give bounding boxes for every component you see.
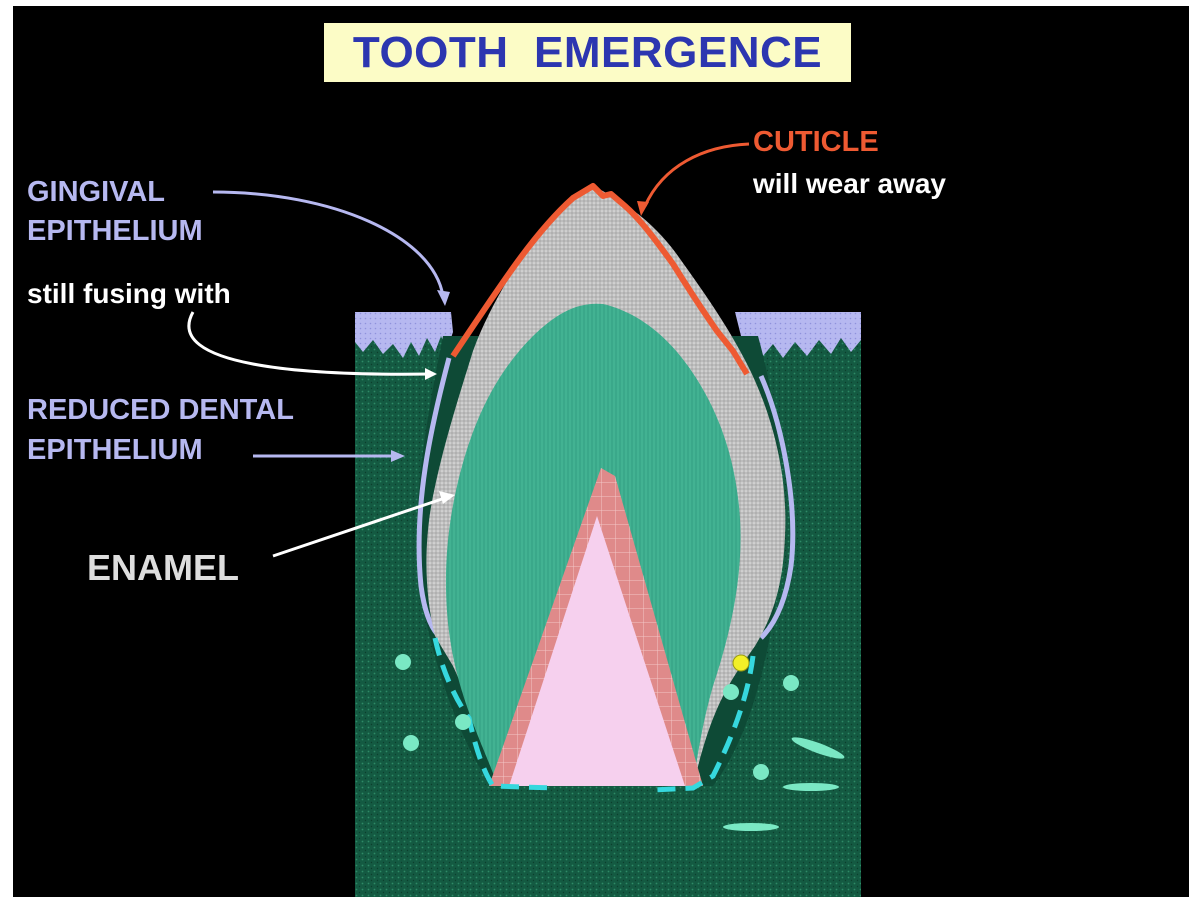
gingival-label-line1: GINGIVAL: [27, 178, 165, 207]
cell: [753, 764, 769, 780]
cell: [783, 675, 799, 691]
slide: TOOTH EMERGENCE GINGIVAL EPITHELIUM stil…: [13, 6, 1189, 897]
cell: [723, 684, 739, 700]
cuticle-arrow: [645, 144, 749, 206]
cell: [395, 654, 411, 670]
cell: [455, 714, 471, 730]
cuticle-label: CUTICLE: [753, 128, 879, 157]
page-title: TOOTH EMERGENCE: [353, 28, 822, 78]
still-fusing-label: still fusing with: [27, 280, 231, 308]
reduced-label-line2: EPITHELIUM: [27, 436, 203, 465]
cell: [403, 735, 419, 751]
reduced-label-line1: REDUCED DENTAL: [27, 396, 294, 425]
cuticle-note: will wear away: [753, 170, 946, 198]
title-box: TOOTH EMERGENCE: [324, 23, 851, 82]
gingival-arrowhead: [437, 290, 450, 306]
enamel-label: ENAMEL: [87, 550, 239, 586]
yellow-cell: [733, 655, 749, 671]
cuticle-arrowhead: [637, 201, 649, 216]
cell-elongated: [783, 783, 839, 791]
cell-elongated: [723, 823, 779, 831]
gingival-arrow: [213, 192, 443, 296]
gingival-label-line2: EPITHELIUM: [27, 217, 203, 246]
